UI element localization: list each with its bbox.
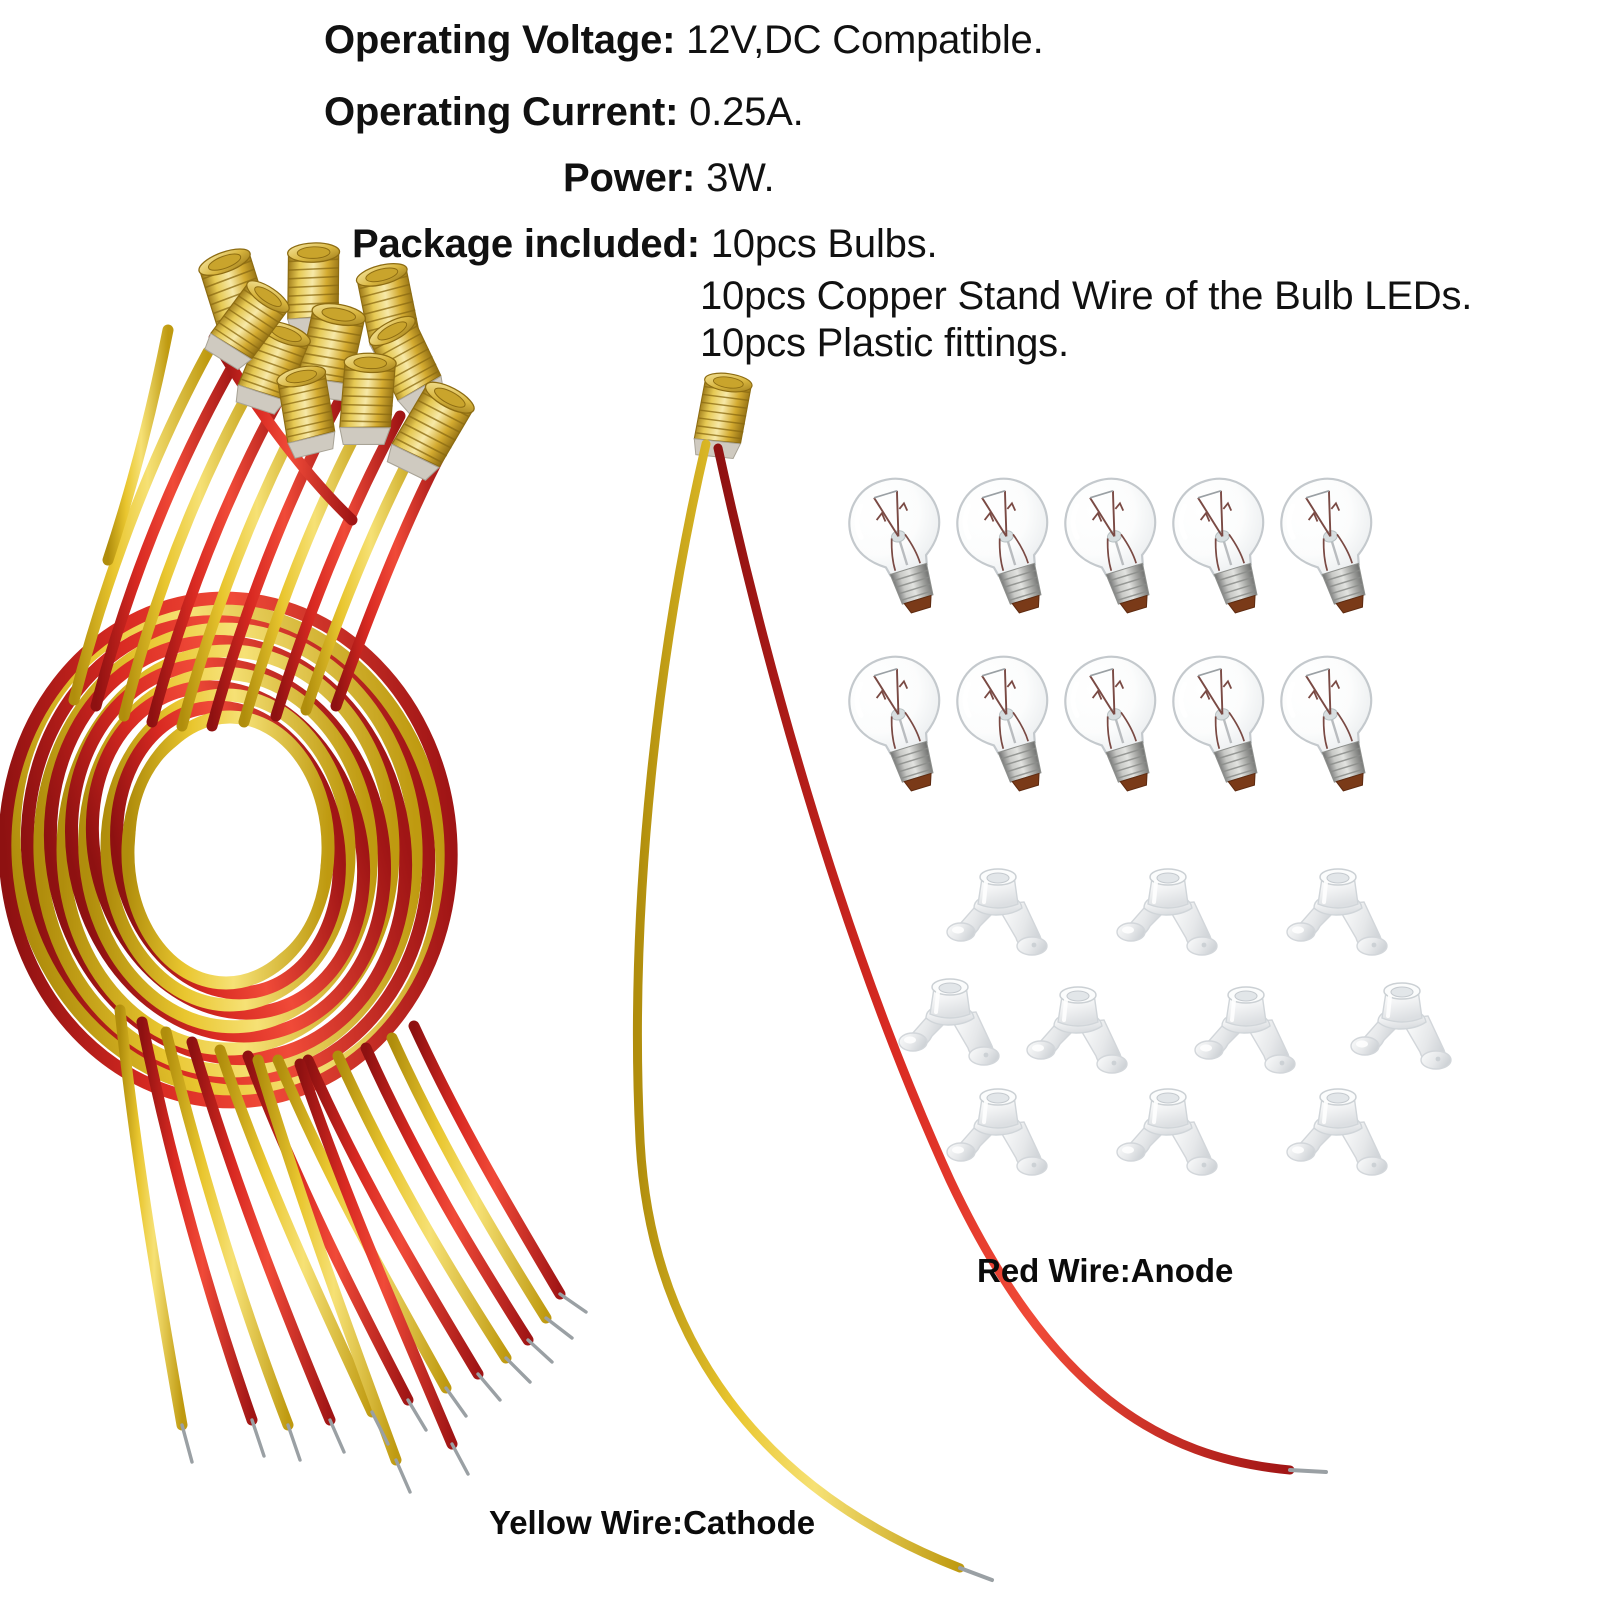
bulb (1270, 468, 1396, 623)
spec-operating-current-value: 0.25A. (689, 90, 804, 134)
spec-power: Power: 3W. (563, 156, 775, 200)
fitting (1285, 867, 1389, 957)
bulb (838, 468, 964, 623)
fitting (1025, 985, 1129, 1075)
spec-power-label: Power: (563, 156, 696, 200)
bulb (946, 468, 1072, 623)
spec-package-included: Package included: 10pcs Bulbs. (352, 222, 938, 266)
package-item-2: 10pcs Copper Stand Wire of the Bulb LEDs… (700, 274, 1473, 318)
yellow-lead-path (632, 439, 965, 1573)
wire-coil-bundle (0, 324, 588, 1494)
fitting (1115, 867, 1219, 957)
package-item-3: 10pcs Plastic fittings. (700, 321, 1069, 365)
bulb (1162, 646, 1288, 801)
legend-red-wire-anode: Red Wire:Anode (977, 1252, 1234, 1289)
fitting (1349, 981, 1453, 1071)
spec-power-value: 3W. (706, 156, 775, 200)
fitting (897, 977, 1001, 1067)
spec-operating-voltage: Operating Voltage: 12V,DC Compatible. (324, 20, 1044, 60)
legend-yellow-wire-cathode: Yellow Wire:Cathode (489, 1504, 816, 1541)
spec-operating-current-label: Operating Current: (324, 90, 679, 134)
red-lead-path (713, 443, 1295, 1475)
fitting (945, 1087, 1049, 1177)
bulb (1270, 646, 1396, 801)
package-item-1: 10pcs Bulbs. (710, 222, 938, 266)
spec-operating-voltage-label: Operating Voltage: (324, 18, 676, 62)
plastic-fittings-group (897, 867, 1453, 1177)
bulb (1054, 468, 1180, 623)
bulb (946, 646, 1072, 801)
fitting (1115, 1087, 1219, 1177)
spec-operating-voltage-value: 12V,DC Compatible. (686, 18, 1044, 62)
fitting (945, 867, 1049, 957)
spec-package-included-label: Package included: (352, 222, 700, 266)
socket-cluster (193, 237, 483, 489)
fitting (1285, 1087, 1389, 1177)
fitting (1193, 985, 1297, 1075)
spec-operating-current: Operating Current: 0.25A. (324, 92, 804, 132)
bulb (838, 646, 964, 801)
bulb (1054, 646, 1180, 801)
bulbs-group (838, 468, 1396, 801)
sample-socket-with-leads (632, 364, 1328, 1582)
bulb (1162, 468, 1288, 623)
